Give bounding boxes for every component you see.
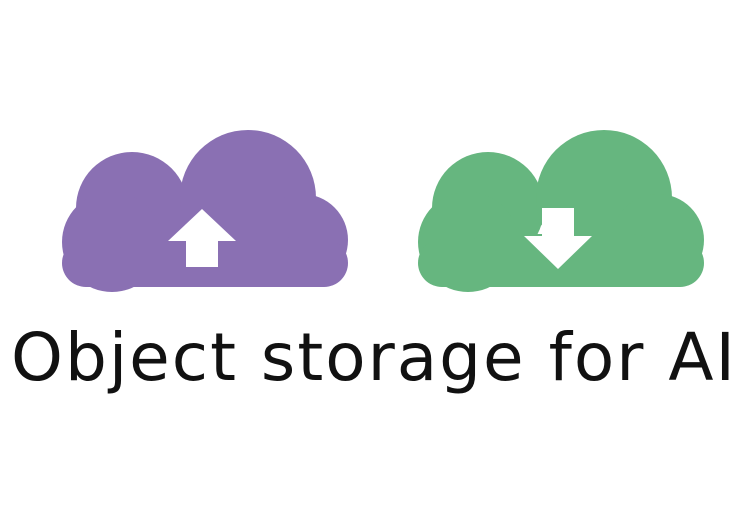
arrow-up-icon (168, 209, 236, 267)
arrow-down-icon (524, 208, 592, 269)
cloud-download-icon (408, 124, 708, 294)
caption-title: Object storage for AI (11, 319, 737, 396)
cloud-upload-icon (52, 124, 352, 294)
cloud-shape (418, 130, 704, 292)
cloud-shape (62, 130, 348, 292)
